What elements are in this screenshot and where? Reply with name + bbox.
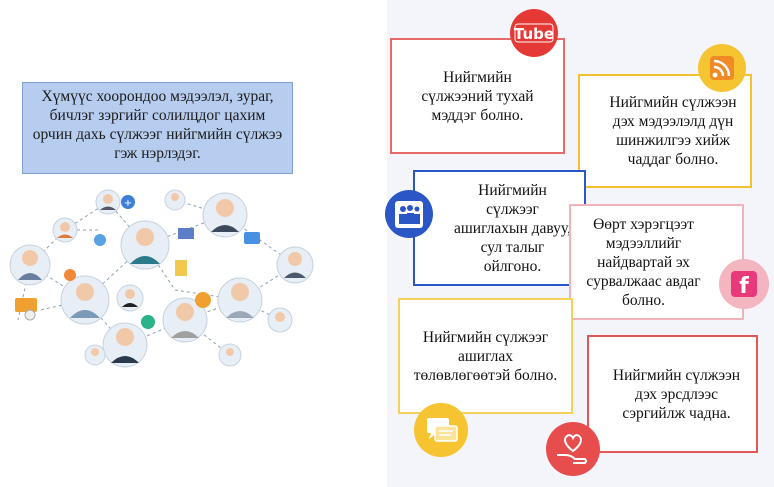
card-risk-prevention: Нийгмийн сүлжээн дэх эрсдлээс сэргийлж ч…: [587, 335, 758, 453]
card-pros-cons: Нийгмийн сүлжээг ашиглахын давуу, сул та…: [413, 170, 586, 286]
svg-text:+: +: [124, 198, 132, 209]
svg-text:f: f: [739, 274, 749, 299]
card-reliable-sources: Өөрт хэрэгцээт мэдээллийг найдвартай эх …: [569, 204, 744, 320]
definition-text: Хүмүүс хоорондоо мэдээлэл, зураг, бичлэг…: [32, 88, 283, 162]
social-network-illustration: +: [9, 189, 314, 368]
youtube-icon-text: Tube: [514, 25, 554, 43]
heart-hand-icon: [546, 422, 600, 476]
card-info-analysis: Нийгмийн сүлжээн дэх мэдээлэлд дүн шинжи…: [578, 74, 752, 188]
definition-box: Хүмүүс хоорондоо мэдээлэл, зураг, бичлэг…: [22, 82, 293, 174]
facebook-icon: f: [719, 259, 769, 309]
card-usage-plan: Нийгмийн сүлжээг ашиглах төлөвлөгөөтэй б…: [398, 298, 573, 414]
rss-icon: [698, 44, 746, 92]
left-panel: [0, 0, 387, 487]
youtube-icon: Tube: [510, 9, 558, 57]
card-social-network-knowledge: Нийгмийн сүлжээний тухай мэддэг болно.: [390, 38, 565, 154]
myspace-icon: [385, 190, 433, 238]
chat-icon: [414, 403, 468, 457]
